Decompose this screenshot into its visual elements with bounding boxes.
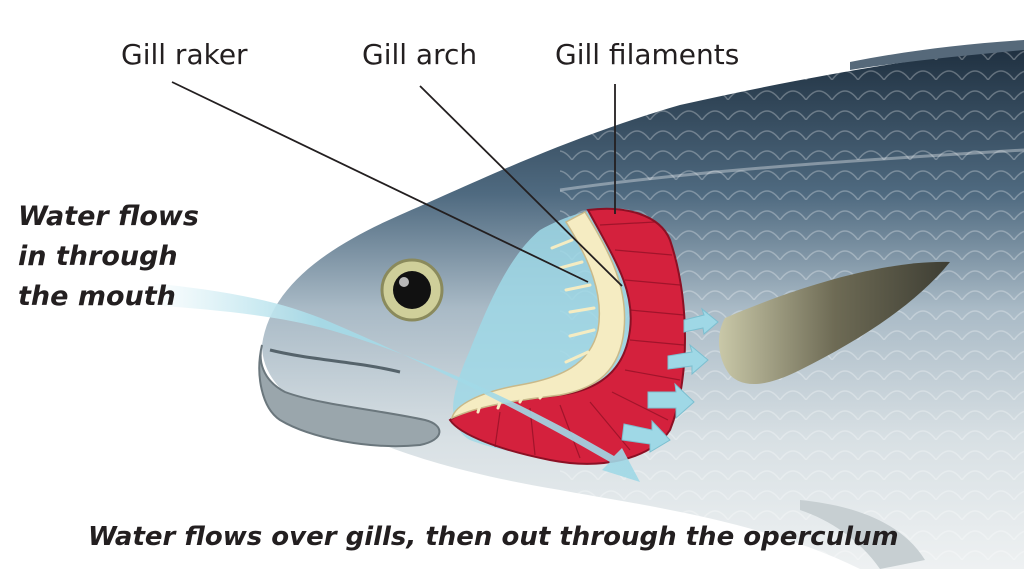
caption-inflow-line3: the mouth: [18, 281, 176, 312]
gill-raker-leader: [171, 81, 589, 283]
pectoral-fin: [718, 261, 950, 385]
label-gill-arch: Gill arch: [362, 38, 478, 71]
fish-mouth: [258, 344, 441, 448]
water-inflow-arrow: [150, 283, 640, 482]
gill-arch-leader: [419, 85, 623, 287]
caption-inflow-line2: in through: [18, 241, 178, 272]
caption-outflow: Water flows over gills, then out through…: [88, 522, 899, 552]
pelvic-fin: [800, 500, 925, 569]
gill-arch-shape: [450, 211, 626, 420]
gill-filaments-shape: [448, 207, 686, 465]
caption-inflow-line1: Water flows: [18, 201, 199, 232]
water-outflow-arrows: [621, 307, 719, 453]
label-gill-filaments: Gill filaments: [555, 38, 740, 71]
label-gill-raker: Gill raker: [121, 38, 248, 71]
